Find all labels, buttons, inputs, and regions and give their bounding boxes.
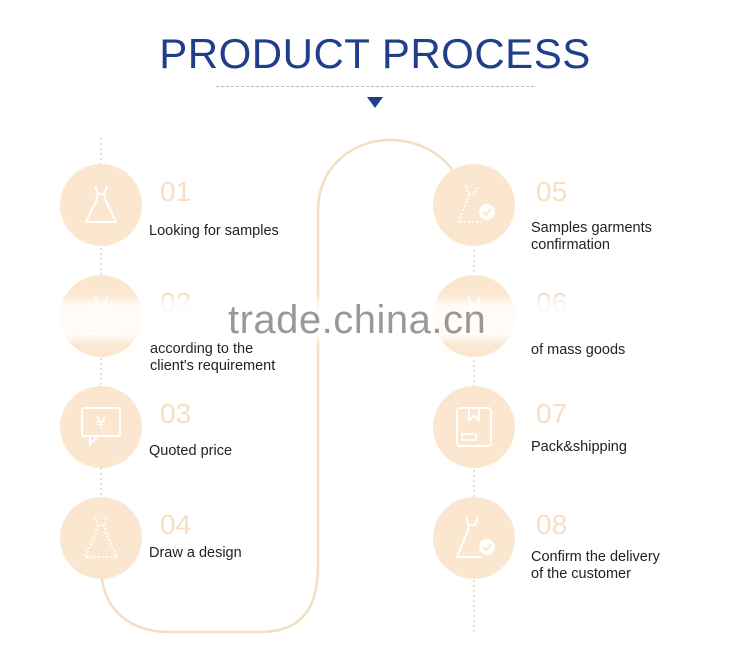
down-arrow-icon: [367, 97, 383, 108]
step-01-label: Looking for samples: [149, 223, 279, 239]
step-08-label: Confirm the delivery of the customer: [531, 549, 660, 582]
step-05-circle: [433, 164, 515, 246]
title-divider: [216, 86, 534, 87]
yen-chat-icon: ¥: [81, 407, 121, 447]
step-01-number: 01: [160, 176, 192, 207]
step-07-circle: [433, 386, 515, 468]
dress-outline-icon: [83, 516, 119, 558]
step-06-label: of mass goods: [531, 342, 626, 358]
step-02-label: according to the client's requirement: [150, 341, 276, 374]
step-07-number: 07: [536, 398, 568, 429]
step-08-circle: [433, 497, 515, 579]
step-05-label: Samples garments confirmation: [531, 220, 652, 253]
dress-check-icon: [455, 516, 495, 558]
dress-check-icon: [456, 185, 495, 223]
step-03-number: 03: [160, 398, 192, 429]
dress-icon: [84, 185, 118, 223]
svg-text:¥: ¥: [95, 413, 106, 434]
step-03-circle: ¥: [60, 386, 142, 468]
step-01-circle: [60, 164, 142, 246]
watermark: trade.china.cn: [228, 298, 487, 342]
step-04-label: Draw a design: [149, 545, 242, 561]
step-05-number: 05: [536, 176, 568, 207]
step-04-circle: [60, 497, 142, 579]
step-07-label: Pack&shipping: [531, 439, 627, 455]
page-title: PRODUCT PROCESS: [159, 30, 591, 77]
step-03-label: Quoted price: [149, 443, 233, 459]
step-04-number: 04: [160, 509, 192, 540]
watermark-band: [0, 300, 750, 340]
step-08-number: 08: [536, 509, 568, 540]
box-icon: [456, 407, 492, 447]
